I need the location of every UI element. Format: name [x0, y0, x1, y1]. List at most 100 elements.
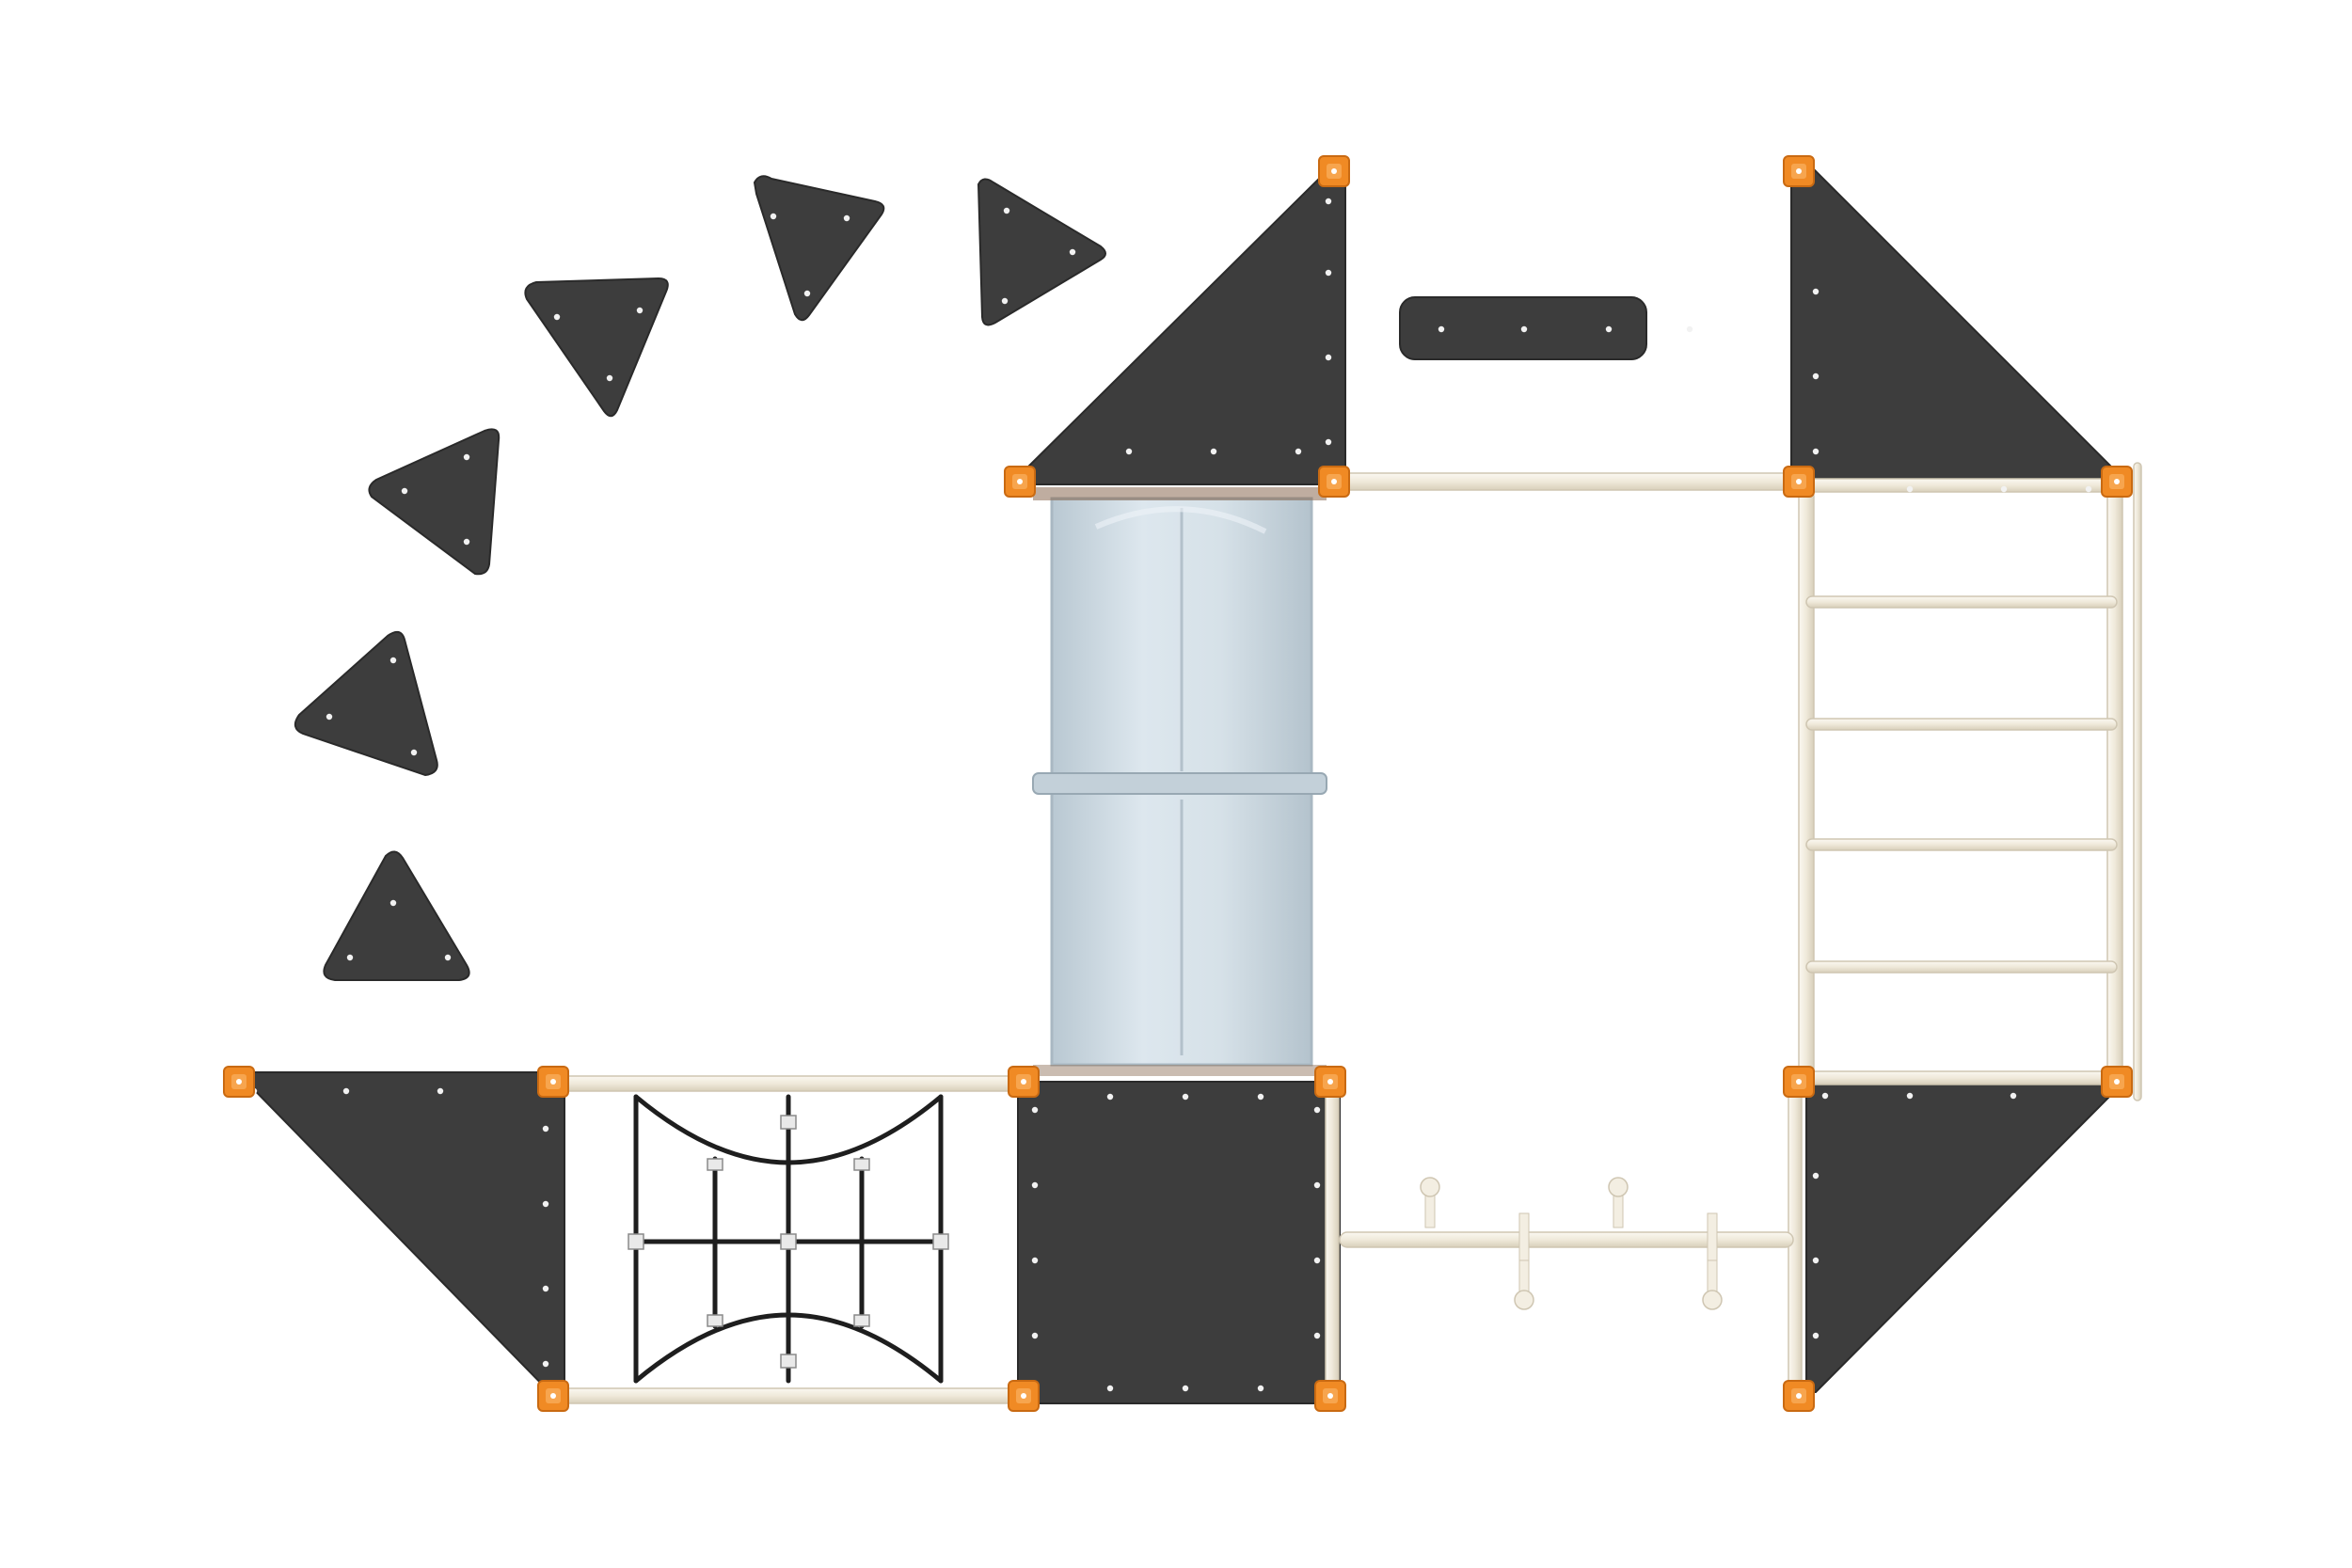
corner-clamp [1314, 1066, 1346, 1098]
corner-clamp [1783, 155, 1815, 187]
corner-clamp [1008, 1380, 1040, 1412]
climbing-hold [977, 178, 1106, 326]
ladder-rung [1805, 595, 2118, 609]
square-deck [1017, 1081, 1341, 1404]
bolt [389, 899, 397, 907]
corner-clamp [1783, 466, 1815, 498]
slide-top-edge [1033, 487, 1327, 500]
corner-clamp [223, 1066, 255, 1098]
rope-net-bridge [628, 1094, 949, 1384]
corner-clamp [1318, 155, 1350, 187]
ladder-rung [1805, 960, 2118, 974]
bolt [326, 713, 333, 721]
slide-bottom-edge [1033, 1065, 1327, 1076]
bolt [1325, 354, 1332, 361]
peg-balance-beam [1420, 1177, 1723, 1310]
bolt [1438, 325, 1445, 333]
bolt [2000, 485, 2008, 493]
tube-slide [1032, 497, 1327, 1067]
bolt [1031, 1257, 1039, 1264]
bolt [1812, 372, 1820, 380]
bolt [1069, 248, 1076, 256]
bolt [553, 313, 561, 321]
climbing-hold [294, 630, 438, 777]
bolt [1313, 1332, 1321, 1339]
bolt [1003, 207, 1010, 214]
bolt [2085, 485, 2092, 493]
beam-peg-knob [1420, 1177, 1440, 1197]
bolt [1031, 1332, 1039, 1339]
bolt [444, 954, 452, 961]
bolt [843, 214, 850, 222]
bolt [1812, 288, 1820, 295]
ladder-rung [1805, 838, 2118, 851]
climbing-hold [368, 428, 501, 576]
beam-peg-knob [1514, 1290, 1534, 1310]
bolt [1106, 1385, 1114, 1392]
overhead-bar [1335, 472, 1804, 491]
bolt [1313, 1106, 1321, 1114]
bolt [1686, 325, 1693, 333]
bolt [636, 307, 644, 314]
balance-beam-rail [1339, 1231, 1794, 1248]
corner-clamp [1318, 466, 1350, 498]
bolt [542, 1360, 549, 1368]
corner-clamp [537, 1380, 569, 1412]
bolt [1257, 1093, 1264, 1101]
bolt [1325, 438, 1332, 446]
climbing-holds [294, 175, 1106, 981]
bottom-left-roof-panel [234, 1071, 565, 1399]
ladder-rail [2133, 462, 2142, 1101]
top-left-roof-panel [1019, 168, 1346, 485]
ladder-rail [1798, 488, 1815, 1083]
corner-clamp [537, 1066, 569, 1098]
bolt [1605, 325, 1613, 333]
bolt [1906, 1092, 1914, 1100]
corner-clamp [2101, 466, 2133, 498]
corner-clamp [1004, 466, 1036, 498]
bolt [1295, 448, 1302, 455]
ladder-top-bar [1790, 478, 2123, 493]
beam-peg-knob [1608, 1177, 1629, 1197]
bolt [542, 1200, 549, 1208]
bolt [542, 1125, 549, 1132]
corner-clamp [2101, 1066, 2133, 1098]
bolt [542, 1285, 549, 1292]
slide-joint-ring [1032, 772, 1327, 795]
bolt [606, 374, 613, 382]
bolt [1313, 1181, 1321, 1189]
bolt [463, 538, 470, 546]
climbing-hold [753, 175, 885, 322]
bolt [1520, 325, 1528, 333]
ladder-bottom-bar [1790, 1070, 2123, 1085]
bolt [1001, 297, 1009, 305]
bolt [346, 954, 354, 961]
bolt [2010, 1092, 2017, 1100]
bolt [1325, 269, 1332, 277]
bolt [1812, 1332, 1820, 1339]
bolt [1125, 448, 1133, 455]
bolt [1812, 1257, 1820, 1264]
bolt [803, 290, 811, 297]
bolt [1031, 1106, 1039, 1114]
bolt [1812, 1172, 1820, 1180]
bolt [1906, 485, 1914, 493]
bolt [1031, 1181, 1039, 1189]
ladder-rung [1805, 718, 2118, 731]
climbing-hold [524, 277, 669, 418]
bolt [389, 657, 397, 664]
bolt [770, 213, 777, 220]
corner-clamp [1008, 1066, 1040, 1098]
corner-clamp [1783, 1380, 1815, 1412]
bolt [437, 1087, 444, 1095]
bolt [1313, 1257, 1321, 1264]
bolt [1257, 1385, 1264, 1392]
net-bridge-top-rail [560, 1075, 1023, 1092]
net-bridge-bottom-rail [560, 1387, 1023, 1404]
bolt [1182, 1385, 1189, 1392]
beam-peg-knob [1702, 1290, 1723, 1310]
bottom-right-roof-panel [1805, 1079, 2116, 1393]
beam-post [1325, 1081, 1340, 1402]
corner-clamp [1783, 1066, 1815, 1098]
corner-clamp [1314, 1380, 1346, 1412]
